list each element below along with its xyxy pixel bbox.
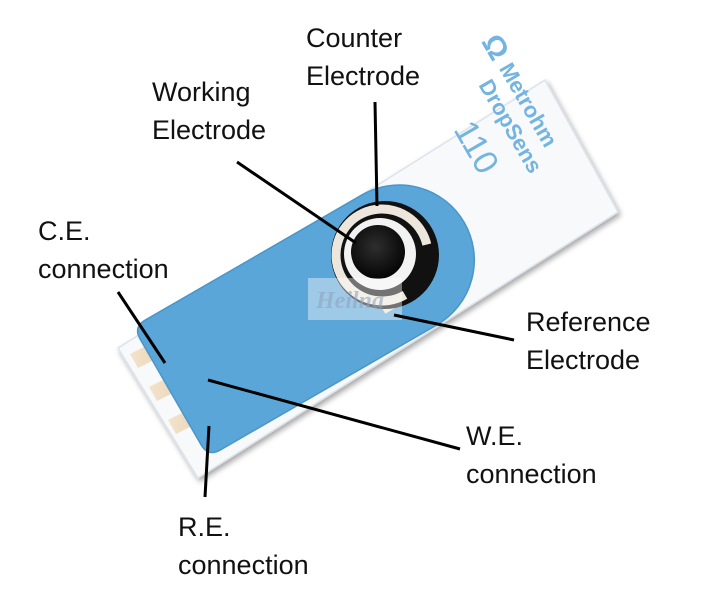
we-connection-leader [207, 378, 461, 451]
re-connection-label: R.E. connection [178, 508, 309, 584]
electrode-assembly [331, 201, 439, 309]
reference-ring [331, 204, 433, 306]
metrohm-logo-icon: Ω [475, 29, 516, 66]
reference-electrode-leader [393, 313, 515, 342]
ce-connection-label-line1: C.E. [38, 216, 91, 246]
working-electrode [351, 225, 405, 279]
ce-connection-leader [116, 291, 167, 364]
working-electrode-leader [236, 160, 357, 245]
ce-connection-label-line2: connection [38, 254, 169, 284]
re-connection-leader [203, 425, 211, 498]
re-connection-label-line1: R.E. [178, 512, 231, 542]
working-electrode-label-line2: Electrode [152, 115, 267, 145]
we-connection-label: W.E. connection [466, 417, 597, 493]
counter-electrode-leader [373, 101, 379, 207]
watermark-text: Heilna [315, 288, 384, 314]
reference-electrode-label-line1: Reference [526, 307, 651, 337]
working-electrode-label: Working Electrode [152, 73, 266, 149]
reference-electrode-label-line2: Electrode [526, 345, 641, 375]
re-connection-label-line2: connection [178, 550, 309, 580]
ce-connection-label: C.E. connection [38, 212, 169, 288]
we-connection-label-line2: connection [466, 459, 597, 489]
watermark: Heilna [308, 278, 402, 320]
counter-electrode-label: Counter Electrode [306, 19, 420, 95]
counter-electrode-label-line2: Electrode [306, 61, 421, 91]
counter-electrode-label-line1: Counter [306, 23, 403, 53]
we-connection-label-line1: W.E. [466, 421, 524, 451]
working-electrode-label-line1: Working [152, 77, 251, 107]
reference-electrode-label: Reference Electrode [526, 303, 651, 379]
leader-lines [116, 101, 515, 498]
